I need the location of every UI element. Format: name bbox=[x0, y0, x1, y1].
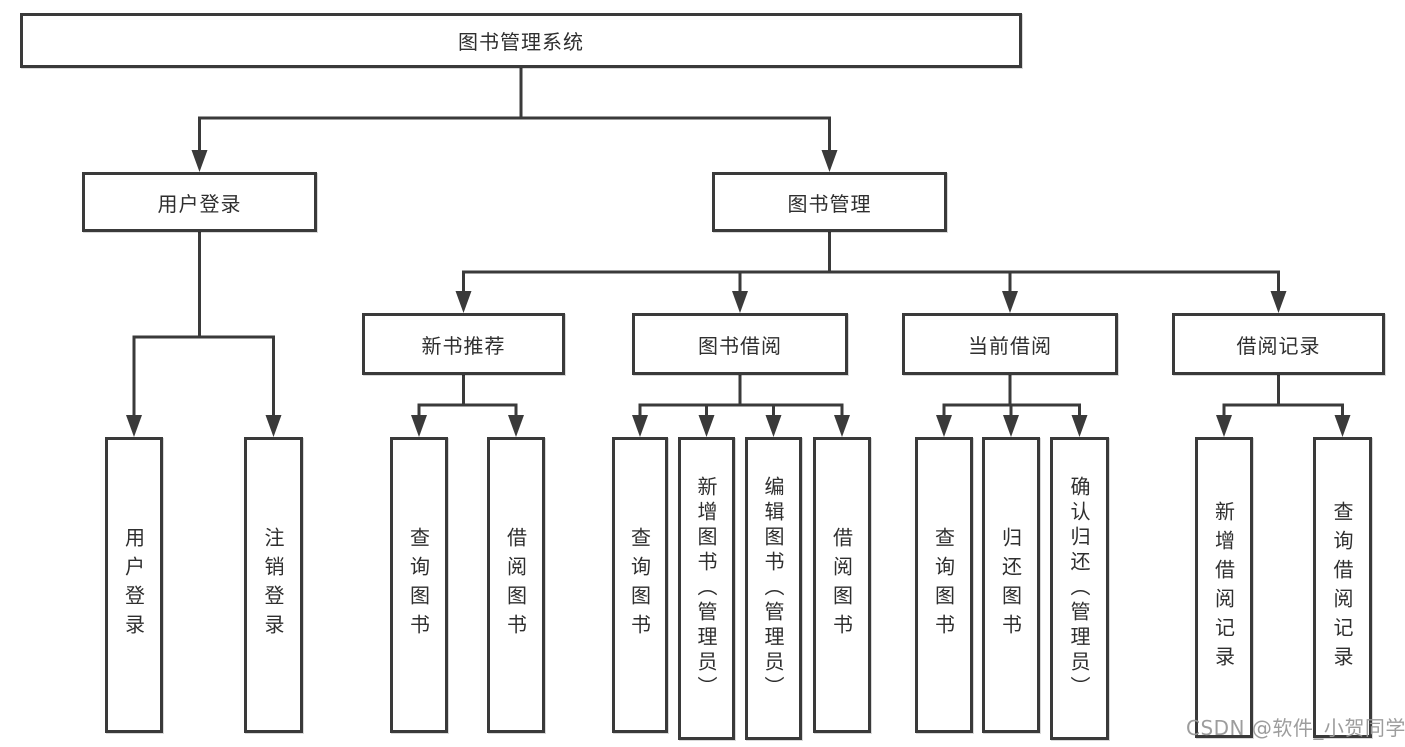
leaf-borrow-borrow-books: 借阅图书 bbox=[813, 437, 871, 733]
node-new-book-recommend: 新书推荐 bbox=[362, 313, 565, 375]
node-borrowing-records: 借阅记录 bbox=[1172, 313, 1385, 375]
csdn-watermark: CSDN @软件_小贺同学 bbox=[1186, 716, 1405, 740]
leaf-records-add-record: 新增借阅记录 bbox=[1195, 437, 1253, 738]
leaf-current-confirm-return-admin: 确认归还（管理员） bbox=[1050, 437, 1109, 740]
leaf-newbooks-query-books: 查询图书 bbox=[390, 437, 448, 733]
leaf-label: 查询图书 bbox=[931, 527, 956, 643]
leaf-logout: 注销登录 bbox=[244, 437, 303, 733]
node-label: 图书借阅 bbox=[698, 333, 782, 358]
leaf-label: 用户登录 bbox=[121, 527, 146, 643]
leaf-label: 查询图书 bbox=[406, 527, 431, 643]
leaf-label: 注销登录 bbox=[261, 527, 285, 643]
node-label: 图书管理 bbox=[787, 191, 872, 216]
leaf-label: 编辑图书（管理员） bbox=[761, 476, 785, 701]
node-label: 借阅记录 bbox=[1236, 333, 1321, 358]
node-user-login-branch: 用户登录 bbox=[82, 172, 317, 232]
node-label: 当前借阅 bbox=[968, 333, 1052, 358]
leaf-borrow-add-books-admin: 新增图书（管理员） bbox=[678, 437, 735, 740]
leaf-label: 新增图书（管理员） bbox=[694, 476, 718, 701]
leaf-current-return-books: 归还图书 bbox=[982, 437, 1040, 733]
node-label: 用户登录 bbox=[157, 191, 242, 216]
node-book-borrowing: 图书借阅 bbox=[632, 313, 848, 375]
node-current-borrowing: 当前借阅 bbox=[902, 313, 1118, 375]
leaf-records-query-record: 查询借阅记录 bbox=[1313, 437, 1372, 738]
leaf-borrow-query-books: 查询图书 bbox=[612, 437, 668, 733]
leaf-label: 借阅图书 bbox=[829, 527, 854, 643]
node-label: 新书推荐 bbox=[421, 333, 506, 358]
leaf-label: 新增借阅记录 bbox=[1211, 500, 1236, 675]
leaf-newbooks-borrow-books: 借阅图书 bbox=[487, 437, 545, 733]
leaf-label: 查询图书 bbox=[627, 527, 652, 643]
node-library-management-system: 图书管理系统 bbox=[20, 13, 1022, 68]
node-label: 图书管理系统 bbox=[458, 30, 584, 54]
leaf-label: 查询借阅记录 bbox=[1330, 500, 1354, 675]
leaf-user-login: 用户登录 bbox=[105, 437, 163, 733]
leaf-label: 归还图书 bbox=[998, 527, 1023, 643]
leaf-label: 借阅图书 bbox=[503, 527, 528, 643]
leaf-borrow-edit-books-admin: 编辑图书（管理员） bbox=[745, 437, 802, 740]
leaf-current-query-books: 查询图书 bbox=[915, 437, 973, 733]
node-book-management-branch: 图书管理 bbox=[712, 172, 947, 232]
leaf-label: 确认归还（管理员） bbox=[1067, 476, 1091, 701]
